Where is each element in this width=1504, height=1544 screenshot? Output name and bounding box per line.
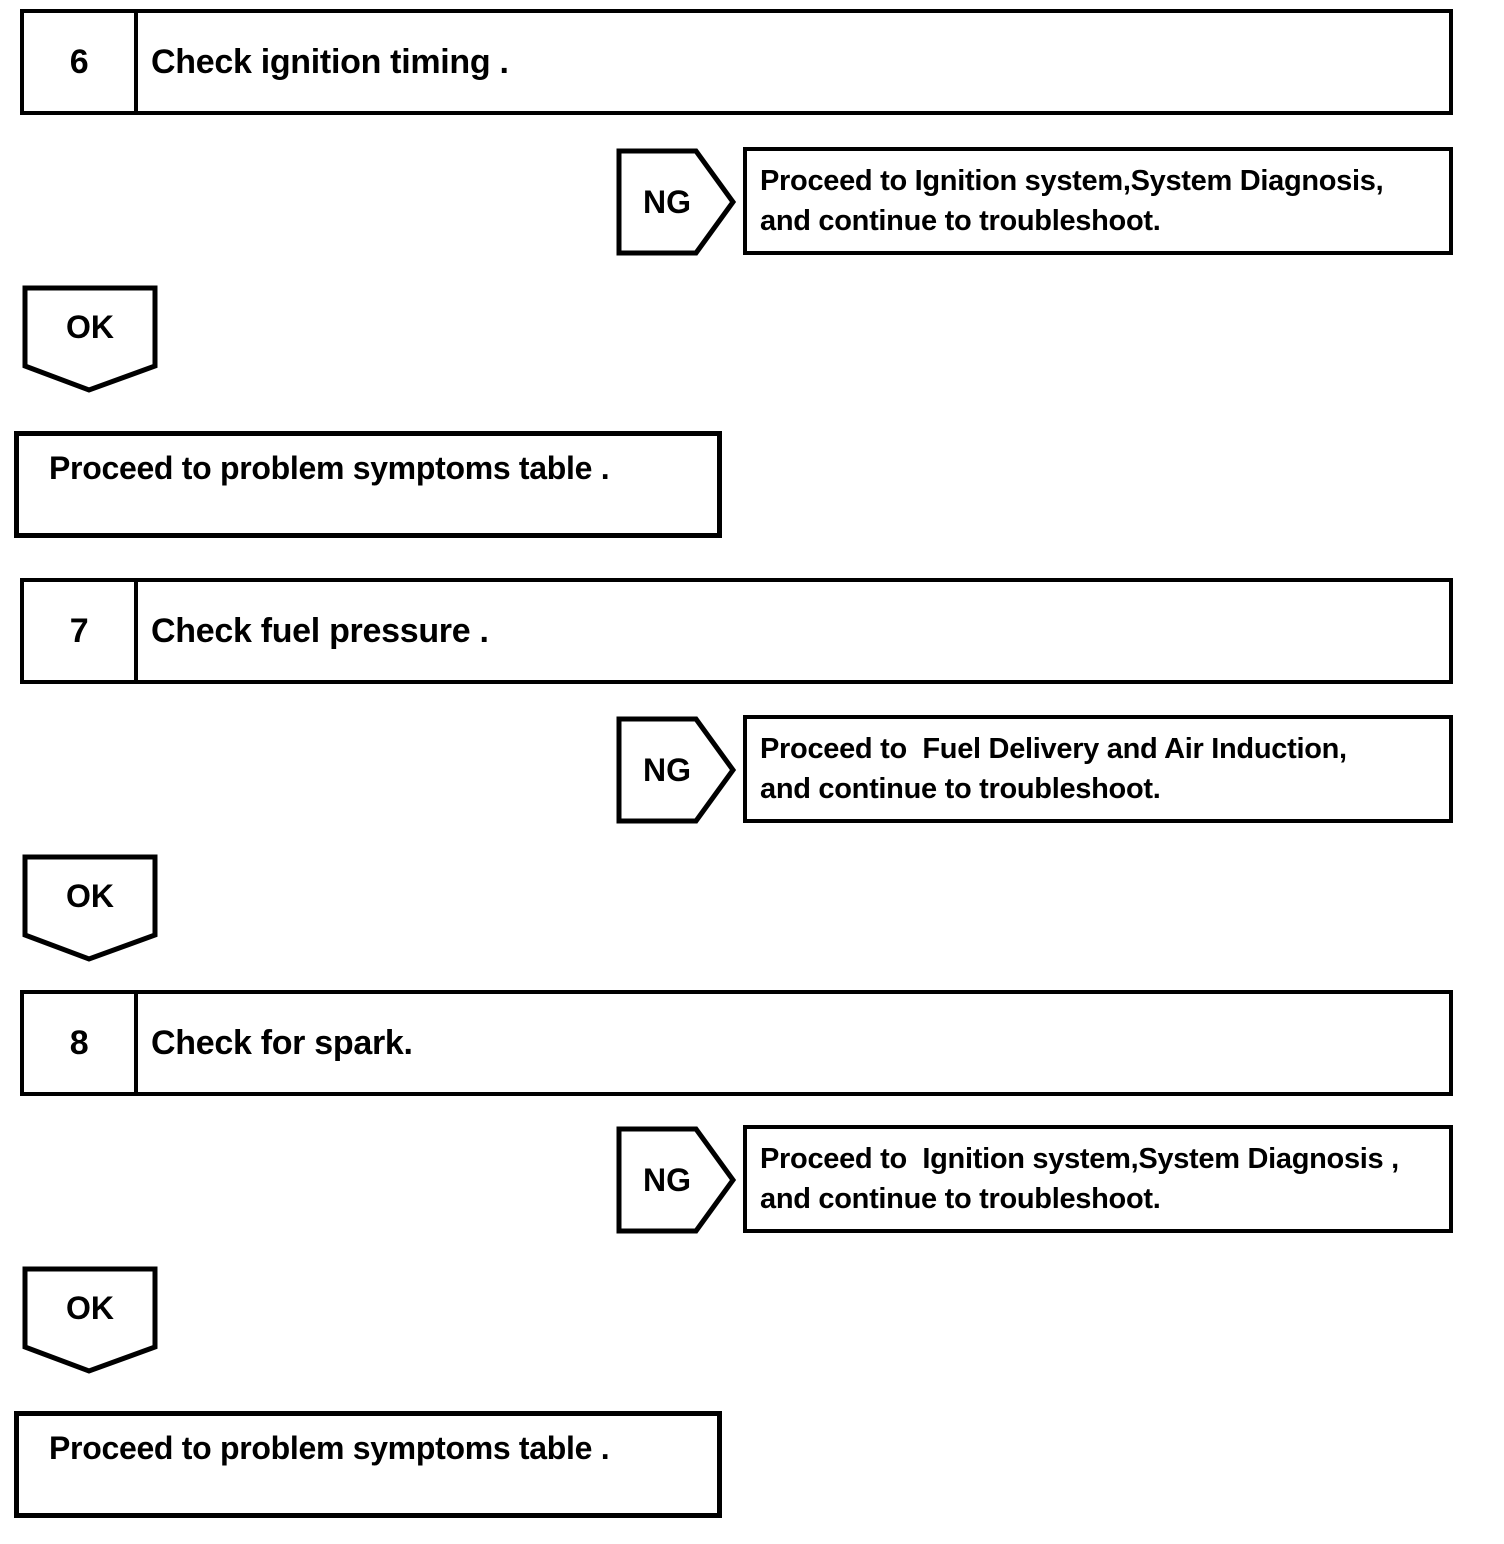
- step-title: Check for spark.: [151, 1023, 413, 1062]
- ok-badge: OK: [22, 1266, 158, 1374]
- step-title: Check fuel pressure .: [151, 611, 489, 650]
- step-row-7: 7 Check fuel pressure .: [20, 578, 1453, 684]
- step-number: 6: [24, 13, 138, 111]
- ng-arrow-icon: [616, 148, 737, 256]
- ok-badge: OK: [22, 285, 158, 393]
- ok-arrow-icon: [22, 285, 158, 393]
- proceed-text: Proceed to problem symptoms table .: [49, 450, 610, 486]
- step-row-6: 6 Check ignition timing .: [20, 9, 1453, 115]
- step-row-8: 8 Check for spark.: [20, 990, 1453, 1096]
- proceed-box: Proceed to problem symptoms table .: [14, 431, 722, 538]
- result-text-line: Proceed to Fuel Delivery and Air Inducti…: [760, 733, 1347, 765]
- result-text-line: and continue to troubleshoot.: [760, 1183, 1161, 1215]
- ng-label: NG: [643, 1161, 691, 1198]
- ng-result-box: Proceed to Ignition system,System Diagno…: [743, 1125, 1453, 1233]
- ng-label: NG: [643, 183, 691, 220]
- ok-badge: OK: [22, 854, 158, 962]
- step-number: 7: [24, 582, 138, 680]
- step-title: Check ignition timing .: [151, 42, 509, 81]
- ng-badge: NG: [616, 716, 737, 824]
- ng-result-box: Proceed to Fuel Delivery and Air Inducti…: [743, 715, 1453, 823]
- proceed-text: Proceed to problem symptoms table .: [49, 1430, 610, 1466]
- result-text-line: and continue to troubleshoot.: [760, 773, 1161, 805]
- ok-arrow-icon: [22, 854, 158, 962]
- ok-label: OK: [66, 308, 114, 345]
- ng-arrow-icon: [616, 716, 737, 824]
- ok-label: OK: [66, 1289, 114, 1326]
- result-text-line: Proceed to Ignition system,System Diagno…: [760, 1143, 1399, 1175]
- ng-arrow-icon: [616, 1126, 737, 1234]
- ok-arrow-icon: [22, 1266, 158, 1374]
- ng-badge: NG: [616, 148, 737, 256]
- ok-label: OK: [66, 877, 114, 914]
- proceed-box: Proceed to problem symptoms table .: [14, 1411, 722, 1518]
- ng-badge: NG: [616, 1126, 737, 1234]
- step-number: 8: [24, 994, 138, 1092]
- ng-result-box: Proceed to Ignition system,System Diagno…: [743, 147, 1453, 255]
- ng-label: NG: [643, 751, 691, 788]
- result-text-line: Proceed to Ignition system,System Diagno…: [760, 165, 1384, 197]
- result-text-line: and continue to troubleshoot.: [760, 205, 1161, 237]
